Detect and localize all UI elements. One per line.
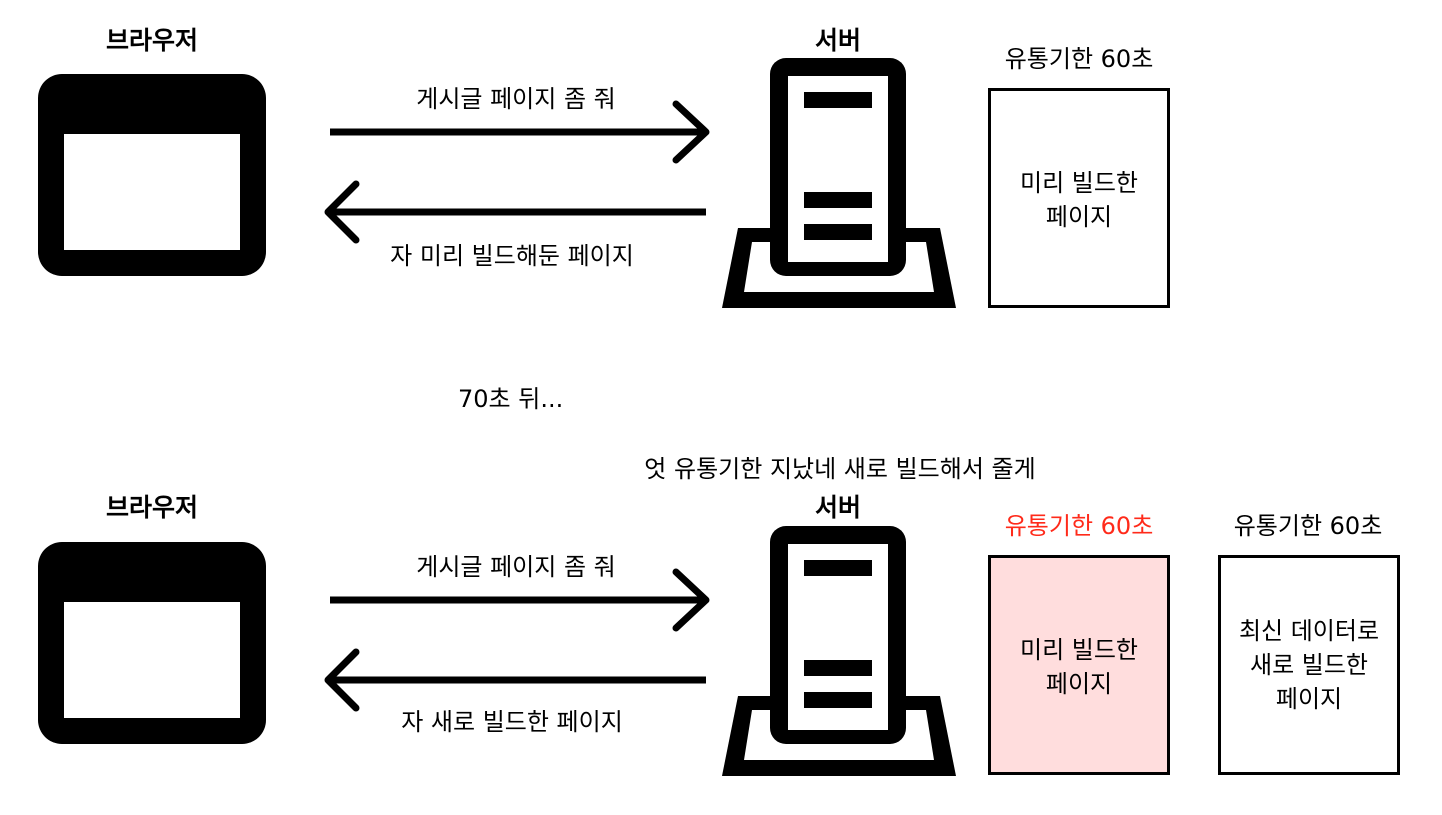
cached-page-card: 미리 빌드한 페이지 <box>988 88 1170 308</box>
new-page-line: 새로 빌드한 <box>1249 651 1369 679</box>
expired-page-card: 미리 빌드한 페이지 <box>988 555 1170 775</box>
cache-ttl-label: 유통기한 60초 <box>1004 45 1154 73</box>
cached-page-line: 미리 빌드한 <box>1019 169 1139 197</box>
arrow-left-icon <box>324 648 706 712</box>
new-ttl-label: 유통기한 60초 <box>1233 512 1383 540</box>
arrow-left-icon <box>324 180 706 244</box>
new-page-line: 페이지 <box>1275 685 1343 713</box>
server-label: 서버 <box>814 493 862 522</box>
cached-page-line: 페이지 <box>1045 203 1113 231</box>
expired-page-line: 미리 빌드한 <box>1019 636 1139 664</box>
expired-page-line: 페이지 <box>1045 670 1113 698</box>
arrow-right-icon <box>330 568 710 632</box>
expired-ttl-label: 유통기한 60초 <box>1004 512 1154 540</box>
server-tower-icon <box>722 58 956 308</box>
request-label: 게시글 페이지 좀 줘 <box>416 85 616 113</box>
server-speech-note: 엇 유통기한 지났네 새로 빌드해서 줄게 <box>644 455 1036 483</box>
request-label: 게시글 페이지 좀 줘 <box>416 553 616 581</box>
new-page-line: 최신 데이터로 <box>1238 617 1380 645</box>
time-elapsed-note: 70초 뒤... <box>458 385 564 413</box>
browser-window-icon <box>38 542 266 744</box>
browser-window-icon <box>38 74 266 276</box>
server-tower-icon <box>722 526 956 776</box>
server-label: 서버 <box>814 26 862 55</box>
browser-label: 브라우저 <box>105 26 199 55</box>
response-label: 자 새로 빌드한 페이지 <box>401 708 623 736</box>
arrow-right-icon <box>330 100 710 164</box>
new-page-card: 최신 데이터로 새로 빌드한 페이지 <box>1218 555 1400 775</box>
browser-label: 브라우저 <box>105 493 199 522</box>
response-label: 자 미리 빌드해둔 페이지 <box>390 242 634 270</box>
